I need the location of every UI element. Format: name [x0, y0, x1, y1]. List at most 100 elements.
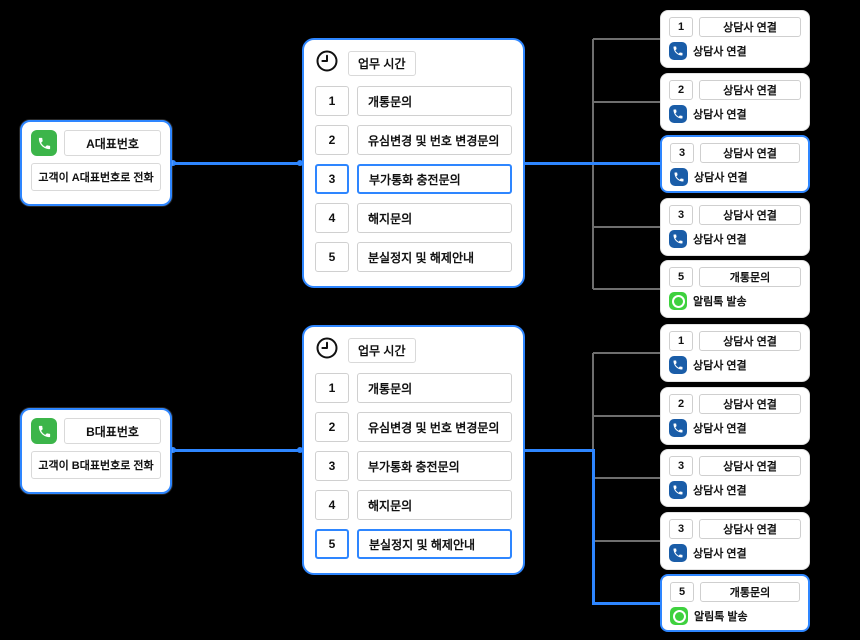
connector-dot — [297, 447, 303, 453]
outcome-action-label: 알림톡 발송 — [693, 296, 747, 308]
kakao-talk-icon — [669, 292, 687, 310]
connector-branch — [593, 477, 660, 479]
connector-dot — [170, 160, 176, 166]
outcome-action-label: 상담사 연결 — [693, 360, 747, 372]
connector-branch — [593, 539, 660, 542]
menu-item[interactable]: 2 유심변경 및 번호 변경문의 — [315, 412, 512, 442]
outcome-action-label: 상담사 연결 — [693, 108, 747, 121]
menu-items: 1 개통문의 2 유심변경 및 번호 변경문의 3 부가통화 충전문의 4 해지… — [315, 86, 512, 272]
entry-title: A대표번호 — [64, 130, 161, 156]
agent-phone-icon — [669, 481, 687, 499]
menu-item[interactable]: 3 부가통화 충전문의 — [315, 164, 512, 194]
menu-item[interactable]: 2 유심변경 및 번호 변경문의 — [315, 125, 512, 155]
outcome-card[interactable]: 1 상담사 연결 상담사 연결 — [660, 324, 810, 382]
outcome-label: 개통문의 — [700, 582, 800, 602]
entry-node[interactable]: A대표번호 고객이 A대표번호로 전화 — [20, 120, 172, 206]
outcome-label: 상담사 연결 — [699, 518, 801, 539]
menu-item-number: 5 — [315, 242, 349, 272]
outcome-number: 2 — [669, 393, 693, 414]
outcome-number: 1 — [669, 17, 693, 37]
outcome-column: 1 상담사 연결 상담사 연결 2 상담사 연결 상담사 연결 3 상담사 연결 — [660, 324, 810, 632]
menu-item-label: 분실정지 및 해제안내 — [357, 529, 512, 559]
outcome-card[interactable]: 3 상담사 연결 상담사 연결 — [660, 135, 810, 193]
menu-item-number: 1 — [315, 373, 349, 403]
entry-subtitle: 고객이 B대표번호로 전화 — [31, 451, 161, 479]
connector-trunk — [592, 353, 594, 450]
entry-subtitle: 고객이 A대표번호로 전화 — [31, 163, 161, 191]
connector-branch — [593, 414, 660, 417]
outcome-number: 5 — [670, 582, 694, 602]
agent-phone-icon — [670, 168, 688, 186]
menu-item[interactable]: 5 분실정지 및 해제안내 — [315, 529, 512, 559]
kakao-talk-icon — [670, 607, 688, 625]
outcome-card[interactable]: 2 상담사 연결 상담사 연결 — [660, 72, 810, 131]
menu-node[interactable]: 업무 시간 1 개통문의 2 유심변경 및 번호 변경문의 3 부가통화 충전문… — [302, 325, 525, 575]
menu-item-label: 개통문의 — [357, 373, 512, 403]
menu-item-number: 2 — [315, 412, 349, 442]
outcome-number: 3 — [670, 143, 694, 163]
phone-icon — [31, 130, 57, 156]
menu-item-number: 2 — [315, 125, 349, 155]
agent-phone-icon — [669, 418, 687, 437]
menu-item-number: 5 — [315, 529, 349, 559]
connector-branch — [593, 288, 660, 290]
menu-header-label: 업무 시간 — [348, 337, 416, 363]
clock-icon — [315, 49, 339, 78]
outcome-label: 상담사 연결 — [700, 143, 800, 163]
outcome-label: 상담사 연결 — [699, 79, 801, 100]
menu-item-label: 개통문의 — [357, 86, 512, 116]
outcome-action-label: 상담사 연결 — [693, 233, 747, 246]
outcome-action-label: 알림톡 발송 — [694, 611, 748, 623]
menu-item-label: 유심변경 및 번호 변경문의 — [357, 125, 512, 155]
outcome-label: 상담사 연결 — [699, 331, 801, 351]
outcome-label: 개통문의 — [699, 267, 801, 287]
outcome-card[interactable]: 2 상담사 연결 상담사 연결 — [660, 386, 810, 445]
outcome-label: 상담사 연결 — [699, 204, 801, 225]
outcome-action-label: 상담사 연결 — [693, 422, 747, 435]
outcome-card[interactable]: 5 개통문의 알림톡 발송 — [660, 260, 810, 318]
menu-item[interactable]: 1 개통문의 — [315, 86, 512, 116]
agent-phone-icon — [669, 104, 687, 123]
outcome-action-label: 상담사 연결 — [693, 485, 747, 497]
outcome-card[interactable]: 3 상담사 연결 상담사 연결 — [660, 197, 810, 256]
menu-header-label: 업무 시간 — [348, 50, 416, 76]
agent-phone-icon — [669, 229, 687, 248]
menu-item-label: 부가통화 충전문의 — [357, 164, 512, 194]
menu-item-number: 4 — [315, 490, 349, 520]
clock-icon — [315, 336, 339, 365]
outcome-action-label: 상담사 연결 — [693, 547, 747, 560]
menu-item[interactable]: 5 분실정지 및 해제안내 — [315, 242, 512, 272]
menu-node[interactable]: 업무 시간 1 개통문의 2 유심변경 및 번호 변경문의 3 부가통화 충전문… — [302, 38, 525, 288]
menu-item[interactable]: 1 개통문의 — [315, 373, 512, 403]
outcome-card[interactable]: 1 상담사 연결 상담사 연결 — [660, 10, 810, 68]
outcome-label: 상담사 연결 — [699, 393, 801, 414]
outcome-card[interactable]: 3 상담사 연결 상담사 연결 — [660, 511, 810, 570]
menu-item[interactable]: 4 해지문의 — [315, 203, 512, 233]
outcome-number: 1 — [669, 331, 693, 351]
connector-line — [172, 448, 302, 452]
outcome-number: 5 — [669, 267, 693, 287]
connector-dot — [297, 160, 303, 166]
connector-branch — [593, 100, 660, 103]
outcome-column: 1 상담사 연결 상담사 연결 2 상담사 연결 상담사 연결 3 상담사 연결 — [660, 10, 810, 318]
menu-item[interactable]: 4 해지문의 — [315, 490, 512, 520]
menu-item-number: 3 — [315, 164, 349, 194]
entry-title: B대표번호 — [64, 418, 161, 444]
outcome-number: 3 — [669, 518, 693, 539]
connector-selected-path — [591, 448, 595, 605]
agent-phone-icon — [669, 543, 687, 562]
outcome-number: 3 — [669, 204, 693, 225]
outcome-card[interactable]: 3 상담사 연결 상담사 연결 — [660, 449, 810, 507]
agent-phone-icon — [669, 42, 687, 60]
outcome-action-label: 상담사 연결 — [694, 172, 748, 184]
outcome-label: 상담사 연결 — [699, 17, 801, 37]
menu-item-number: 3 — [315, 451, 349, 481]
entry-node[interactable]: B대표번호 고객이 B대표번호로 전화 — [20, 408, 172, 494]
menu-item-label: 해지문의 — [357, 490, 512, 520]
outcome-card[interactable]: 5 개통문의 알림톡 발송 — [660, 574, 810, 632]
connector-selected-path — [591, 601, 660, 605]
outcome-number: 3 — [669, 456, 693, 476]
menu-item[interactable]: 3 부가통화 충전문의 — [315, 451, 512, 481]
